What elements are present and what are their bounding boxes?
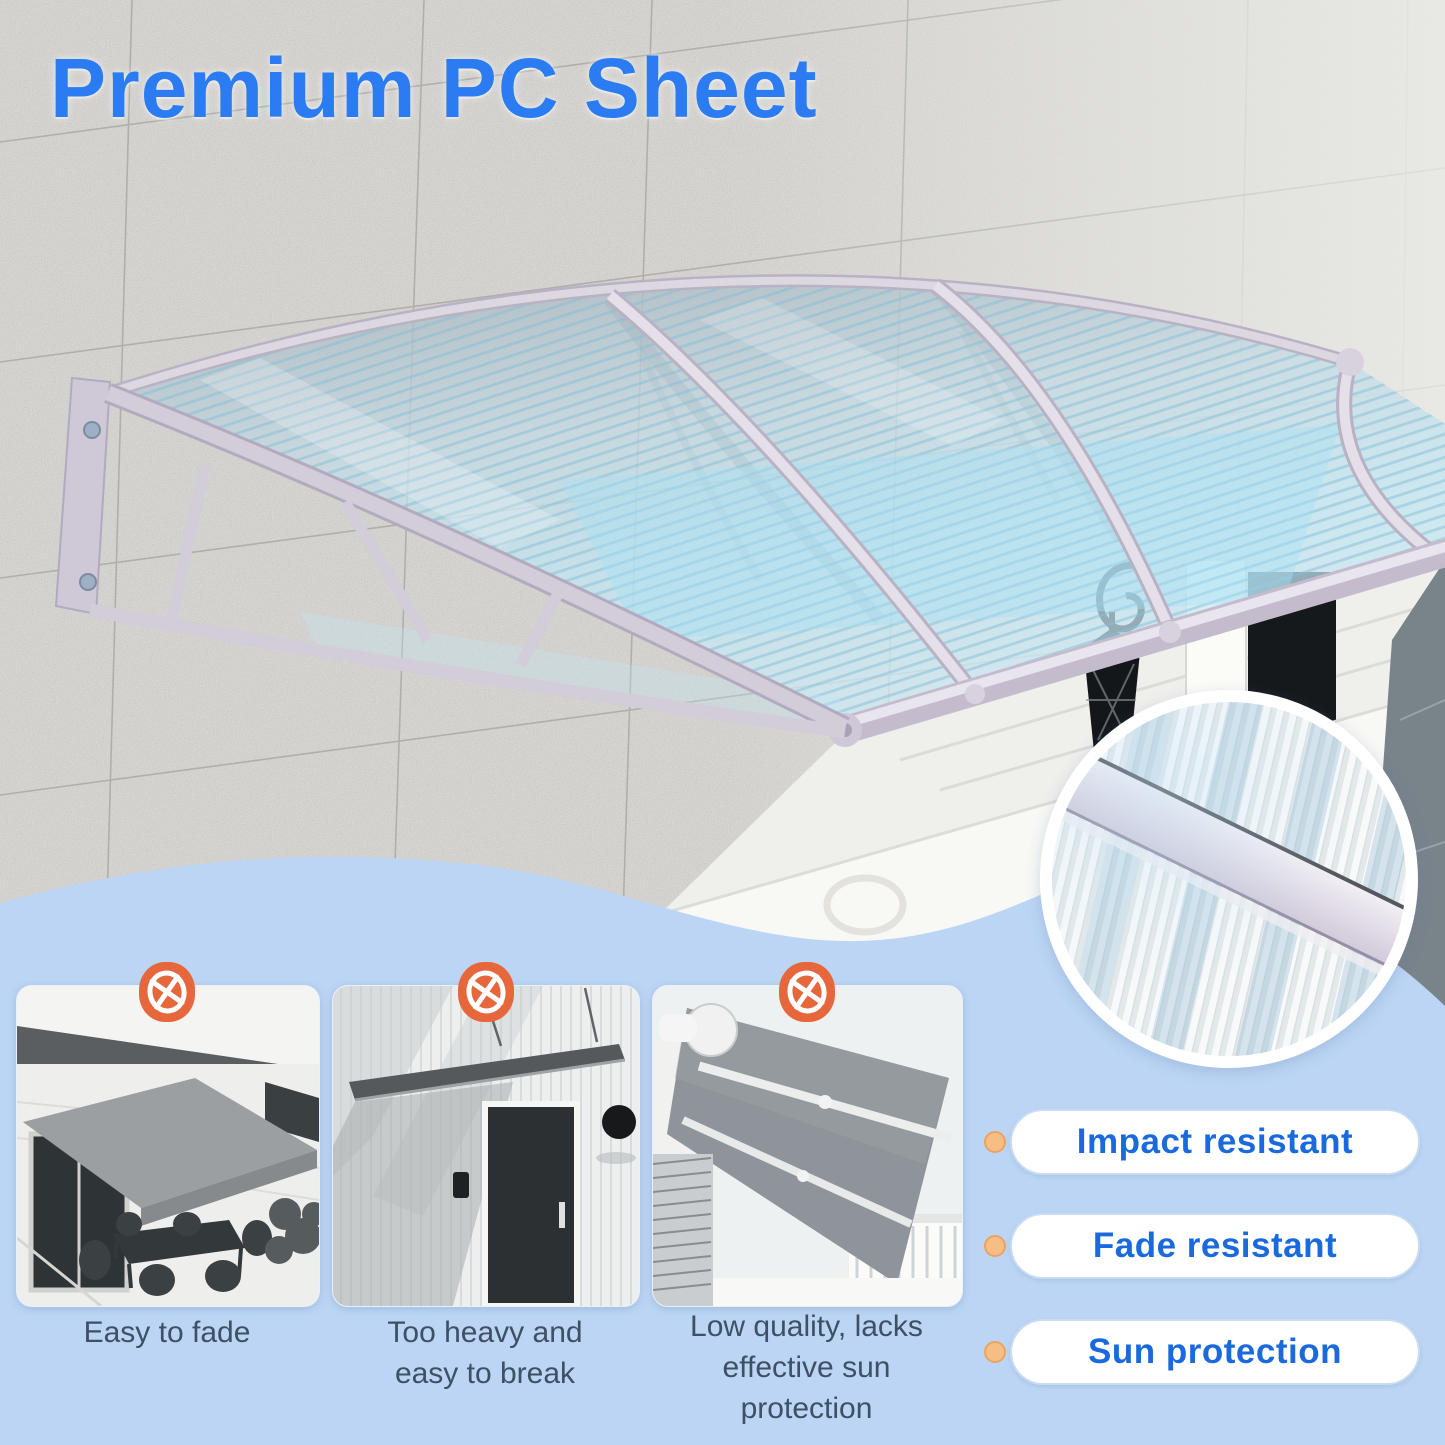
feature-pill-sun-protection: Sun protection [1010,1319,1420,1385]
hero-photo-awning-on-wall [0,0,1445,1012]
screw [83,421,101,439]
bracket-spokes [166,463,565,668]
pc-sheet-closeup-circle [1040,690,1418,1068]
feature-label: Fade resistant [1092,1226,1338,1265]
feature-label: Sun protection [1088,1332,1342,1371]
card-caption: Easy to fade [83,1316,251,1349]
comparison-card-retractable-awning [652,985,963,1307]
feature-pill-fade-resistant: Fade resistant [1010,1213,1420,1279]
front-gutter-bar [831,539,1445,744]
orange-bullet-dot [984,1131,1006,1153]
cross-circle-icon [139,962,195,1022]
mounting-bracket [54,376,850,739]
retractable-awning-underside-photo [653,986,962,1306]
molding-ornament [823,874,907,936]
orange-bullet-dot [984,1341,1006,1363]
card-caption: Too heavy and easy to break [387,1316,583,1390]
polycarbonate-sheet [108,280,1445,730]
patio-fabric-awning-photo [17,986,319,1306]
comparison-card-fabric-awning [16,985,320,1307]
screw [79,573,97,591]
feature-pill-impact-resistant: Impact resistant [1010,1109,1420,1175]
glare-streak [200,358,560,548]
page-title: Premium PC Sheet [50,41,818,135]
cross-circle-icon [779,962,835,1022]
glare-streak [700,298,1004,446]
card-caption: Low quality, lacks effective sun protect… [690,1310,923,1425]
cross-circle-icon [458,962,514,1022]
comparison-card-metal-canopy [332,985,640,1307]
glare-overlay [1052,702,1406,1056]
orange-bullet-dot [984,1235,1006,1257]
metal-door-canopy-photo [333,986,639,1306]
feature-label: Impact resistant [1076,1122,1354,1161]
